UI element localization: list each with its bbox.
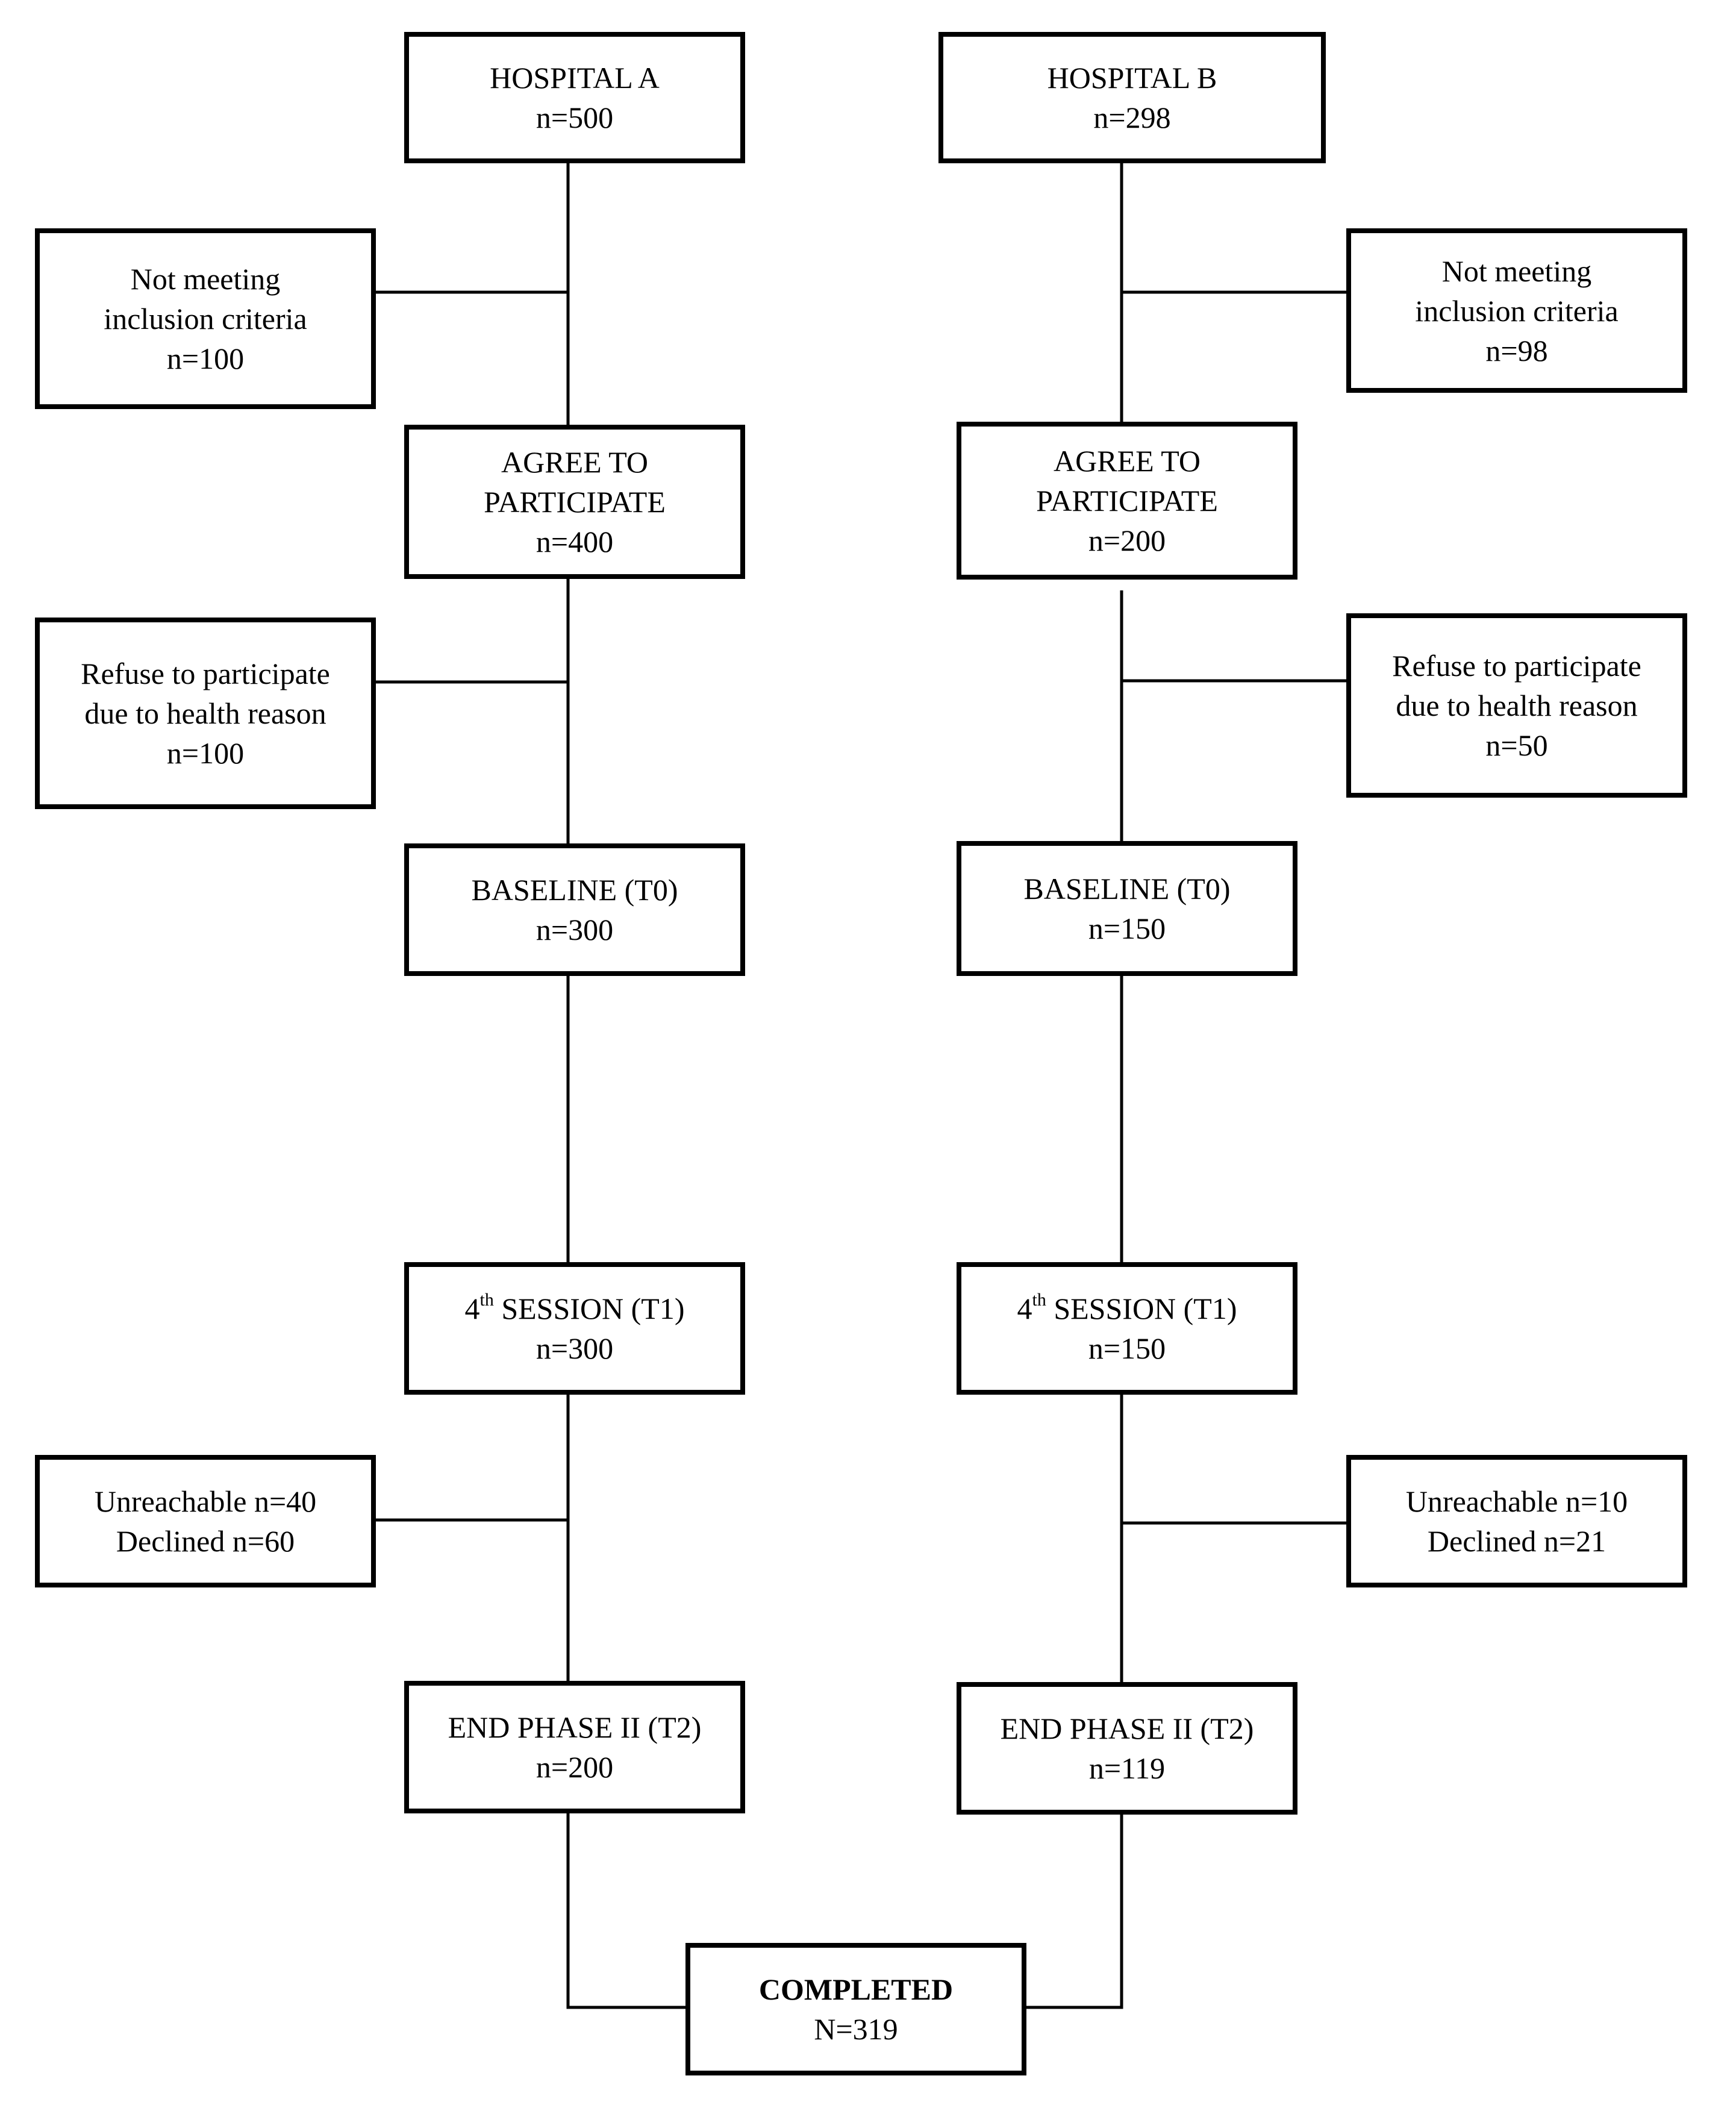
- hospital-a-refuse-line1: Refuse to participate: [81, 657, 330, 690]
- hospital-b-refuse-line2: due to health reason: [1396, 689, 1638, 722]
- hospital-b-refuse-line1: Refuse to participate: [1392, 649, 1641, 683]
- hospital-a-agree-box: AGREE TO PARTICIPATE n=400: [404, 425, 745, 579]
- hospital-a-end-phase-count: n=200: [535, 1750, 614, 1784]
- hospital-a-refuse-count: n=100: [166, 736, 245, 770]
- hospital-b-agree-line2: PARTICIPATE: [1036, 484, 1218, 518]
- hospital-b-dropout-box: Unreachable n=10 Declined n=21: [1346, 1455, 1687, 1587]
- hospital-a-session-box: 4th SESSION (T1) n=300: [404, 1262, 745, 1395]
- hospital-a-not-meeting-count: n=100: [166, 342, 245, 375]
- hospital-b-count: n=298: [1093, 101, 1171, 134]
- hospital-a-not-meeting-line1: Not meeting: [130, 262, 281, 296]
- hospital-a-refuse-line2: due to health reason: [84, 696, 326, 730]
- hospital-a-count: n=500: [535, 101, 614, 134]
- hospital-a-session-number: 4: [464, 1292, 480, 1325]
- hospital-a-refuse-box: Refuse to participate due to health reas…: [35, 618, 376, 809]
- hospital-a-declined: Declined n=60: [116, 1524, 295, 1558]
- hospital-b-declined: Declined n=21: [1427, 1524, 1606, 1558]
- hospital-a-session-title: 4th SESSION (T1): [464, 1289, 684, 1328]
- hospital-b-end-phase-title: END PHASE II (T2): [1000, 1712, 1254, 1745]
- hospital-b-unreachable: Unreachable n=10: [1405, 1484, 1628, 1518]
- hospital-a-not-meeting-box: Not meeting inclusion criteria n=100: [35, 228, 376, 409]
- hospital-a-dropout-box: Unreachable n=40 Declined n=60: [35, 1455, 376, 1587]
- hospital-a-agree-line2: PARTICIPATE: [484, 485, 666, 519]
- hospital-b-title: HOSPITAL B: [1047, 61, 1217, 95]
- hospital-a-agree-line1: AGREE TO: [501, 445, 648, 479]
- completed-title: COMPLETED: [758, 1972, 954, 2006]
- hospital-a-baseline-box: BASELINE (T0) n=300: [404, 843, 745, 976]
- hospital-a-end-phase-title: END PHASE II (T2): [448, 1710, 702, 1744]
- hospital-a-title: HOSPITAL A: [490, 61, 660, 95]
- hospital-b-not-meeting-line2: inclusion criteria: [1415, 293, 1619, 328]
- hospital-b-session-ordinal: th: [1032, 1290, 1046, 1310]
- hospital-b-baseline-box: BASELINE (T0) n=150: [957, 841, 1297, 976]
- connector-a-end-completed: [566, 1809, 688, 2009]
- hospital-a-baseline-count: n=300: [535, 913, 614, 946]
- hospital-a-end-phase-box: END PHASE II (T2) n=200: [404, 1681, 745, 1813]
- hospital-a-session-count: n=300: [535, 1331, 614, 1365]
- hospital-b-not-meeting-line1: Not meeting: [1441, 254, 1592, 288]
- hospital-a-session-ordinal: th: [479, 1290, 494, 1310]
- hospital-b-box: HOSPITAL B n=298: [938, 32, 1326, 163]
- completed-count: N=319: [814, 2012, 898, 2046]
- hospital-b-agree-box: AGREE TO PARTICIPATE n=200: [957, 422, 1297, 580]
- hospital-b-session-title: 4th SESSION (T1): [1017, 1289, 1237, 1328]
- hospital-b-not-meeting-count: n=98: [1485, 333, 1548, 367]
- hospital-b-session-label: SESSION (T1): [1054, 1292, 1237, 1325]
- hospital-a-session-label: SESSION (T1): [501, 1292, 685, 1325]
- hospital-b-baseline-title: BASELINE (T0): [1023, 872, 1231, 905]
- hospital-b-baseline-count: n=150: [1088, 912, 1166, 945]
- hospital-a-not-meeting-line2: inclusion criteria: [104, 302, 307, 336]
- hospital-a-box: HOSPITAL A n=500: [404, 32, 745, 163]
- hospital-b-session-box: 4th SESSION (T1) n=150: [957, 1262, 1297, 1395]
- hospital-a-unreachable: Unreachable n=40: [94, 1484, 317, 1518]
- hospital-b-end-phase-box: END PHASE II (T2) n=119: [957, 1682, 1297, 1815]
- hospital-b-session-count: n=150: [1088, 1331, 1166, 1365]
- hospital-b-not-meeting-box: Not meeting inclusion criteria n=98: [1346, 228, 1687, 393]
- completed-box: COMPLETED N=319: [685, 1943, 1026, 2075]
- hospital-b-session-number: 4: [1017, 1292, 1032, 1325]
- hospital-b-agree-line1: AGREE TO: [1054, 444, 1201, 478]
- hospital-b-end-phase-count: n=119: [1088, 1751, 1166, 1785]
- hospital-b-agree-count: n=200: [1088, 524, 1166, 557]
- connector-b-end-completed: [1024, 1810, 1123, 2009]
- hospital-a-baseline-title: BASELINE (T0): [471, 873, 678, 907]
- hospital-b-refuse-count: n=50: [1485, 728, 1548, 762]
- hospital-b-refuse-box: Refuse to participate due to health reas…: [1346, 613, 1687, 798]
- hospital-a-agree-count: n=400: [535, 525, 614, 558]
